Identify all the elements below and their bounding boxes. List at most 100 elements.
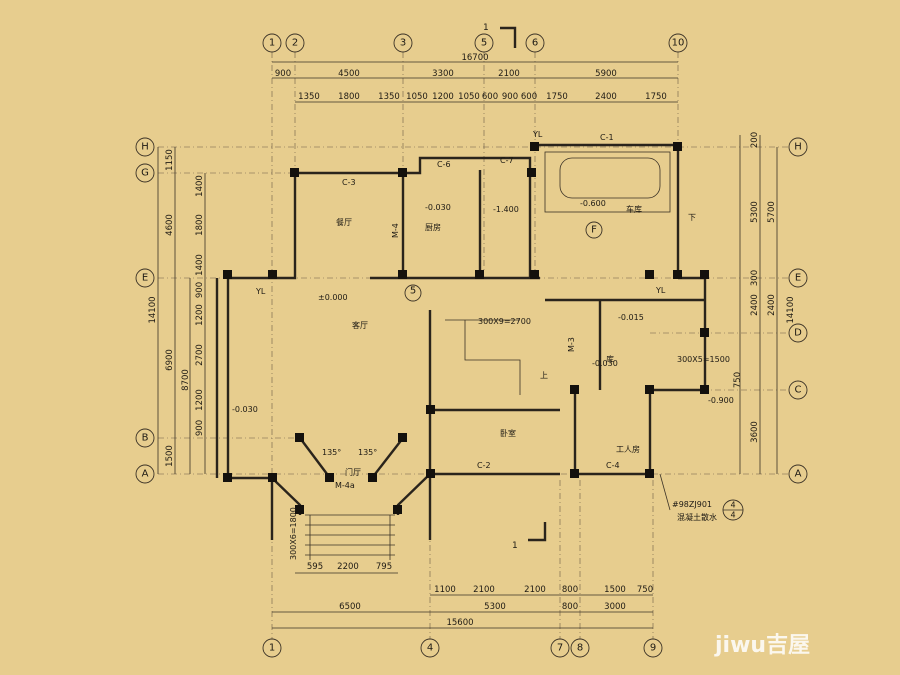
- detail-marker-f: F: [591, 225, 597, 236]
- grid-bubble-top-6: 6: [532, 38, 538, 49]
- detail-marker-5: 5: [410, 286, 416, 297]
- dim-left-inner: 900: [195, 282, 205, 298]
- dim-top-r2: 1800: [338, 92, 360, 102]
- dims-left: 1150 4600 6900 1500 14100 8700 1400 1800…: [148, 149, 205, 467]
- grid-bubble-right-E: E: [795, 273, 801, 284]
- room-label: 厨房: [425, 222, 441, 232]
- dim-right-inner: 2400: [750, 294, 760, 316]
- level-mark: -0.030: [592, 359, 618, 368]
- dims-top: 16700 900 4500 3300 2100 5900 1350 1800 …: [275, 53, 667, 102]
- annotations: F 5 300X9=2700 300X5=1500 300X6=1800 135…: [255, 130, 744, 560]
- level-mark: -1.400: [493, 205, 519, 214]
- dim-right-total: 14100: [786, 296, 796, 323]
- room-label: 车库: [626, 204, 642, 214]
- window-tag: C-6: [437, 160, 451, 169]
- dim-top-r2: 1050: [406, 92, 428, 102]
- dim-top-r1: 5900: [595, 69, 617, 79]
- ref-code: #98ZJ901: [672, 500, 712, 509]
- level-mark: -0.030: [232, 405, 258, 414]
- dim-bottom-total: 15600: [446, 618, 473, 628]
- dim-top-r1: 900: [275, 69, 291, 79]
- level-marks: ±0.000 -0.030 -1.400 -0.600 -0.015 -0.03…: [232, 199, 734, 414]
- dim-left-inner: 1200: [195, 389, 205, 411]
- grid-bubble-bottom-7: 7: [557, 643, 563, 654]
- grid-bubble-right-D: D: [794, 328, 802, 339]
- dim-top-r1: 3300: [432, 69, 454, 79]
- grid-bubble-right-A: A: [795, 469, 802, 480]
- dim-right-inner: 750: [733, 372, 743, 388]
- stair-note: 300X9=2700: [478, 317, 531, 326]
- level-mark: -0.015: [618, 313, 644, 322]
- stair-note: 300X5=1500: [677, 355, 730, 364]
- dim-bottom-r1: 1500: [604, 585, 626, 595]
- dim-top-r2: 1200: [432, 92, 454, 102]
- grid-bubble-left-E: E: [142, 273, 148, 284]
- dim-left-total: 14100: [148, 296, 158, 323]
- dim-left-inner: 900: [195, 420, 205, 436]
- dimension-lines: [157, 61, 778, 629]
- room-label: 客厅: [352, 320, 368, 330]
- dim-left-inner: 1400: [195, 254, 205, 276]
- grid-bubble-right-C: C: [795, 385, 802, 396]
- level-mark: ±0.000: [318, 293, 348, 302]
- dim-right-inner: 300: [750, 270, 760, 286]
- ref-number: 4: [730, 501, 735, 510]
- room-labels: 餐厅 厨房 车库 客厅 卧室 工人房 门厅 库: [336, 204, 642, 477]
- dim-top-r2: 2400: [595, 92, 617, 102]
- level-mark: -0.900: [708, 396, 734, 405]
- dim-left-inner: 1200: [195, 304, 205, 326]
- grid-bubble-left-B: B: [142, 433, 149, 444]
- direction-down: 下: [688, 213, 696, 222]
- dim-left-outer: 1500: [165, 445, 175, 467]
- door-tag: M-3: [567, 337, 576, 352]
- door-tag: M-4a: [335, 481, 355, 490]
- dims-right: 200 5300 300 2400 750 3600 5700 2400 141…: [733, 132, 796, 443]
- grid-bubbles-bottom: 1 4 7 8 9: [262, 638, 663, 658]
- door-tag: M-4: [391, 223, 400, 238]
- dim-left-outer: 1150: [165, 149, 175, 171]
- dim-bottom-r1: 750: [637, 585, 653, 595]
- dim-top-r2: 1050: [458, 92, 480, 102]
- dim-top-r1: 4500: [338, 69, 360, 79]
- dim-top-r2: 1750: [645, 92, 667, 102]
- grid-bubble-top-10: 10: [672, 38, 685, 49]
- grid-bubble-bottom-8: 8: [577, 643, 583, 654]
- grid-bubble-bottom-1: 1: [269, 643, 275, 654]
- dim-top-total: 16700: [461, 53, 488, 63]
- section-marks: 1 1: [483, 23, 547, 551]
- grid-bubbles-top: 1 2 3 5 6 10: [262, 33, 688, 53]
- dim-left-outer: 4600: [165, 214, 175, 236]
- dim-bottom-r1: 2100: [473, 585, 495, 595]
- dim-bottom-stair: 795: [376, 562, 392, 572]
- dim-bottom-r2: 6500: [339, 602, 361, 612]
- dim-left-inner: 1400: [195, 175, 205, 197]
- grid-bubble-top-2: 2: [292, 38, 298, 49]
- room-label: 卧室: [500, 428, 516, 438]
- dim-right-inner: 3600: [750, 421, 760, 443]
- room-label: 餐厅: [336, 218, 352, 227]
- yl-tag: YL: [532, 130, 543, 139]
- angle-mark: 135°: [322, 448, 341, 457]
- room-label: 工人房: [616, 444, 640, 454]
- yl-tag: YL: [255, 287, 266, 296]
- window-tag: C-3: [342, 178, 356, 187]
- window-tag: C-1: [600, 133, 614, 142]
- dim-top-r2: 1750: [546, 92, 568, 102]
- dim-left-8700: 8700: [181, 369, 191, 391]
- dim-bottom-r1: 1100: [434, 585, 456, 595]
- grid-bubble-bottom-9: 9: [650, 643, 656, 654]
- grid-bubble-top-3: 3: [400, 38, 406, 49]
- grid-bubble-left-H: H: [141, 142, 149, 153]
- dim-bottom-r2: 5300: [484, 602, 506, 612]
- dim-left-outer: 6900: [165, 349, 175, 371]
- grid-bubble-left-A: A: [142, 469, 149, 480]
- grid-bubbles-right: H E D C A: [788, 137, 808, 484]
- room-label: 库: [606, 354, 614, 364]
- room-label: 门厅: [345, 467, 361, 477]
- dim-bottom-stair: 595: [307, 562, 323, 572]
- dim-right-inner: 200: [750, 132, 760, 148]
- window-tag: C-7: [500, 156, 514, 165]
- dim-top-r2: 600: [482, 92, 498, 102]
- grid-bubble-left-G: G: [141, 168, 149, 179]
